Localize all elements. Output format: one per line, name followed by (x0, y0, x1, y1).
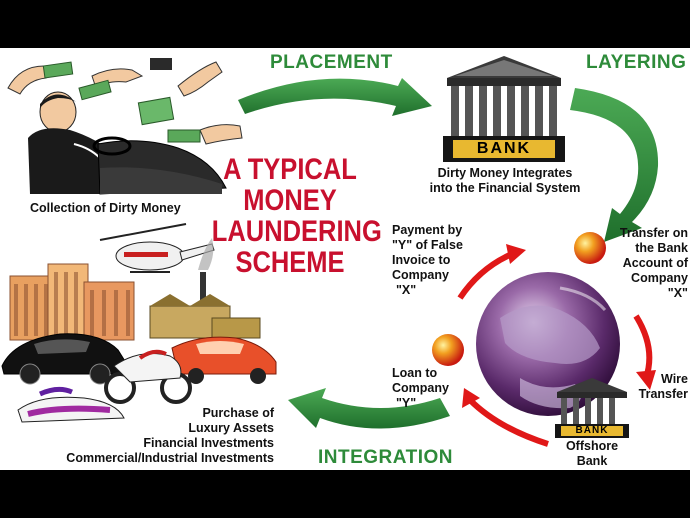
bank-building-icon (443, 56, 565, 162)
purchase-line-3: Financial Investments (143, 436, 274, 450)
loan-line-1: Loan to (392, 366, 438, 380)
diagram-title: A TYPICAL MONEY LAUNDERING SCHEME (211, 153, 382, 279)
bank-sign: BANK (476, 140, 532, 157)
title-line-3: LAUNDERING (211, 215, 382, 248)
offshore-bank-icon (555, 378, 629, 438)
payment-caption: Payment by "Y" of False Invoice to Compa… (392, 223, 463, 298)
payment-line-2: "Y" of False (392, 238, 463, 252)
title-line-2: MONEY (243, 184, 337, 217)
offshore-line-1: Offshore (565, 439, 619, 453)
payment-line-4: Company (392, 268, 449, 282)
offshore-bank-caption: Offshore Bank (556, 439, 628, 469)
purchase-line-1: Purchase of (202, 406, 274, 420)
wire-transfer-caption: Wire Transfer (620, 372, 688, 402)
bank-description-line-1: Dirty Money Integrates (437, 166, 573, 180)
motorcycle-icon (104, 349, 192, 404)
loan-caption: Loan to Company "Y" (392, 366, 449, 411)
money-ball-transfer (574, 232, 606, 264)
purchase-line-2: Luxury Assets (188, 421, 274, 435)
bank-description-line-2: into the Financial System (429, 181, 581, 195)
payment-line-1: Payment by (392, 223, 463, 237)
wire-line-1: Wire (661, 372, 688, 386)
transfer-account-line-5: "X" (667, 286, 688, 300)
transfer-account-caption: Transfer on the Bank Account of Company … (600, 226, 688, 301)
layering-label: LAYERING (586, 52, 687, 73)
cycle-arrow-wire (633, 314, 656, 390)
red-sports-car-icon (171, 336, 277, 384)
black-car-icon (1, 333, 129, 385)
cycle-arrow-loan (462, 388, 549, 447)
title-line-1: A TYPICAL (223, 153, 357, 186)
payment-line-5: "X" (396, 283, 417, 297)
transfer-account-line-1: Transfer on (619, 226, 688, 240)
hands-with-money-icon (7, 58, 243, 145)
diagram-artwork (1, 56, 659, 447)
purchase-caption: Purchase of Luxury Assets Financial Inve… (20, 406, 274, 466)
layering-arrow (570, 88, 659, 242)
offshore-bank-sign: BANK (575, 425, 609, 436)
placement-label: PLACEMENT (270, 52, 393, 73)
transfer-account-line-3: Account of (622, 256, 688, 270)
bank-description: Dirty Money Integrates into the Financia… (414, 166, 596, 196)
globe-icon (476, 272, 620, 416)
integration-arrow (288, 388, 450, 429)
loan-line-3: "Y" (396, 396, 417, 410)
placement-arrow (238, 78, 432, 116)
collection-caption: Collection of Dirty Money (30, 201, 181, 215)
man-in-car-icon (28, 91, 227, 195)
transfer-account-line-2: the Bank (635, 241, 688, 255)
money-ball-loan (432, 334, 464, 366)
title-line-4: SCHEME (235, 246, 345, 279)
jet-ski-icon (17, 386, 125, 423)
payment-line-3: Invoice to (392, 253, 451, 267)
factory-icon (149, 238, 261, 339)
cycle-arrow-payment (457, 244, 526, 300)
purchase-line-4: Commercial/Industrial Investments (66, 451, 274, 465)
transfer-account-line-4: Company (631, 271, 688, 285)
wire-line-2: Transfer (638, 387, 688, 401)
diagram-canvas: PLACEMENT LAYERING INTEGRATION A TYPICAL… (0, 48, 690, 470)
loan-line-2: Company (392, 381, 449, 395)
offshore-line-2: Bank (576, 454, 608, 468)
integration-label: INTEGRATION (318, 447, 453, 468)
helicopter-icon (99, 223, 215, 273)
office-buildings-icon (9, 263, 135, 341)
